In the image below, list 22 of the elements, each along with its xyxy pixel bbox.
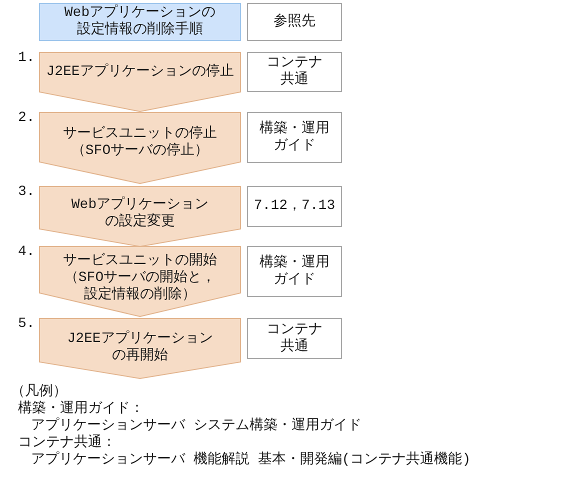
step-number: 3. [18, 184, 35, 201]
step-number: 4. [18, 244, 35, 261]
step-box: サービスユニットの開始（SFOサーバの開始と，設定情報の削除） [39, 246, 241, 317]
step-number: 1. [18, 50, 35, 67]
legend-heading: （凡例） [11, 384, 67, 400]
step-box: Webアプリケーションの設定変更 [39, 186, 241, 247]
legend-description: アプリケーションサーバ 機能解説 基本・開発編(コンテナ共通機能) [31, 452, 471, 469]
legend-term: 構築・運用ガイド： [18, 401, 144, 417]
reference-box: 構築・運用ガイド [247, 112, 342, 163]
reference-box: コンテナ共通 [247, 52, 342, 92]
reference-box: 7.12，7.13 [247, 186, 342, 227]
legend-term: コンテナ共通： [18, 435, 116, 451]
reference-box: 構築・運用ガイド [247, 246, 342, 297]
step-box: J2EEアプリケーションの再開始 [39, 318, 241, 379]
step-box: サービスユニットの停止（SFOサーバの停止） [39, 112, 241, 184]
column-header: Webアプリケーションの設定情報の削除手順 [39, 3, 241, 41]
column-header: 参照先 [247, 3, 342, 41]
reference-box: コンテナ共通 [247, 318, 342, 359]
legend-description: アプリケーションサーバ システム構築・運用ガイド [31, 418, 362, 434]
step-number: 5. [18, 316, 35, 333]
step-box: J2EEアプリケーションの停止 [39, 52, 241, 112]
step-number: 2. [18, 110, 35, 127]
